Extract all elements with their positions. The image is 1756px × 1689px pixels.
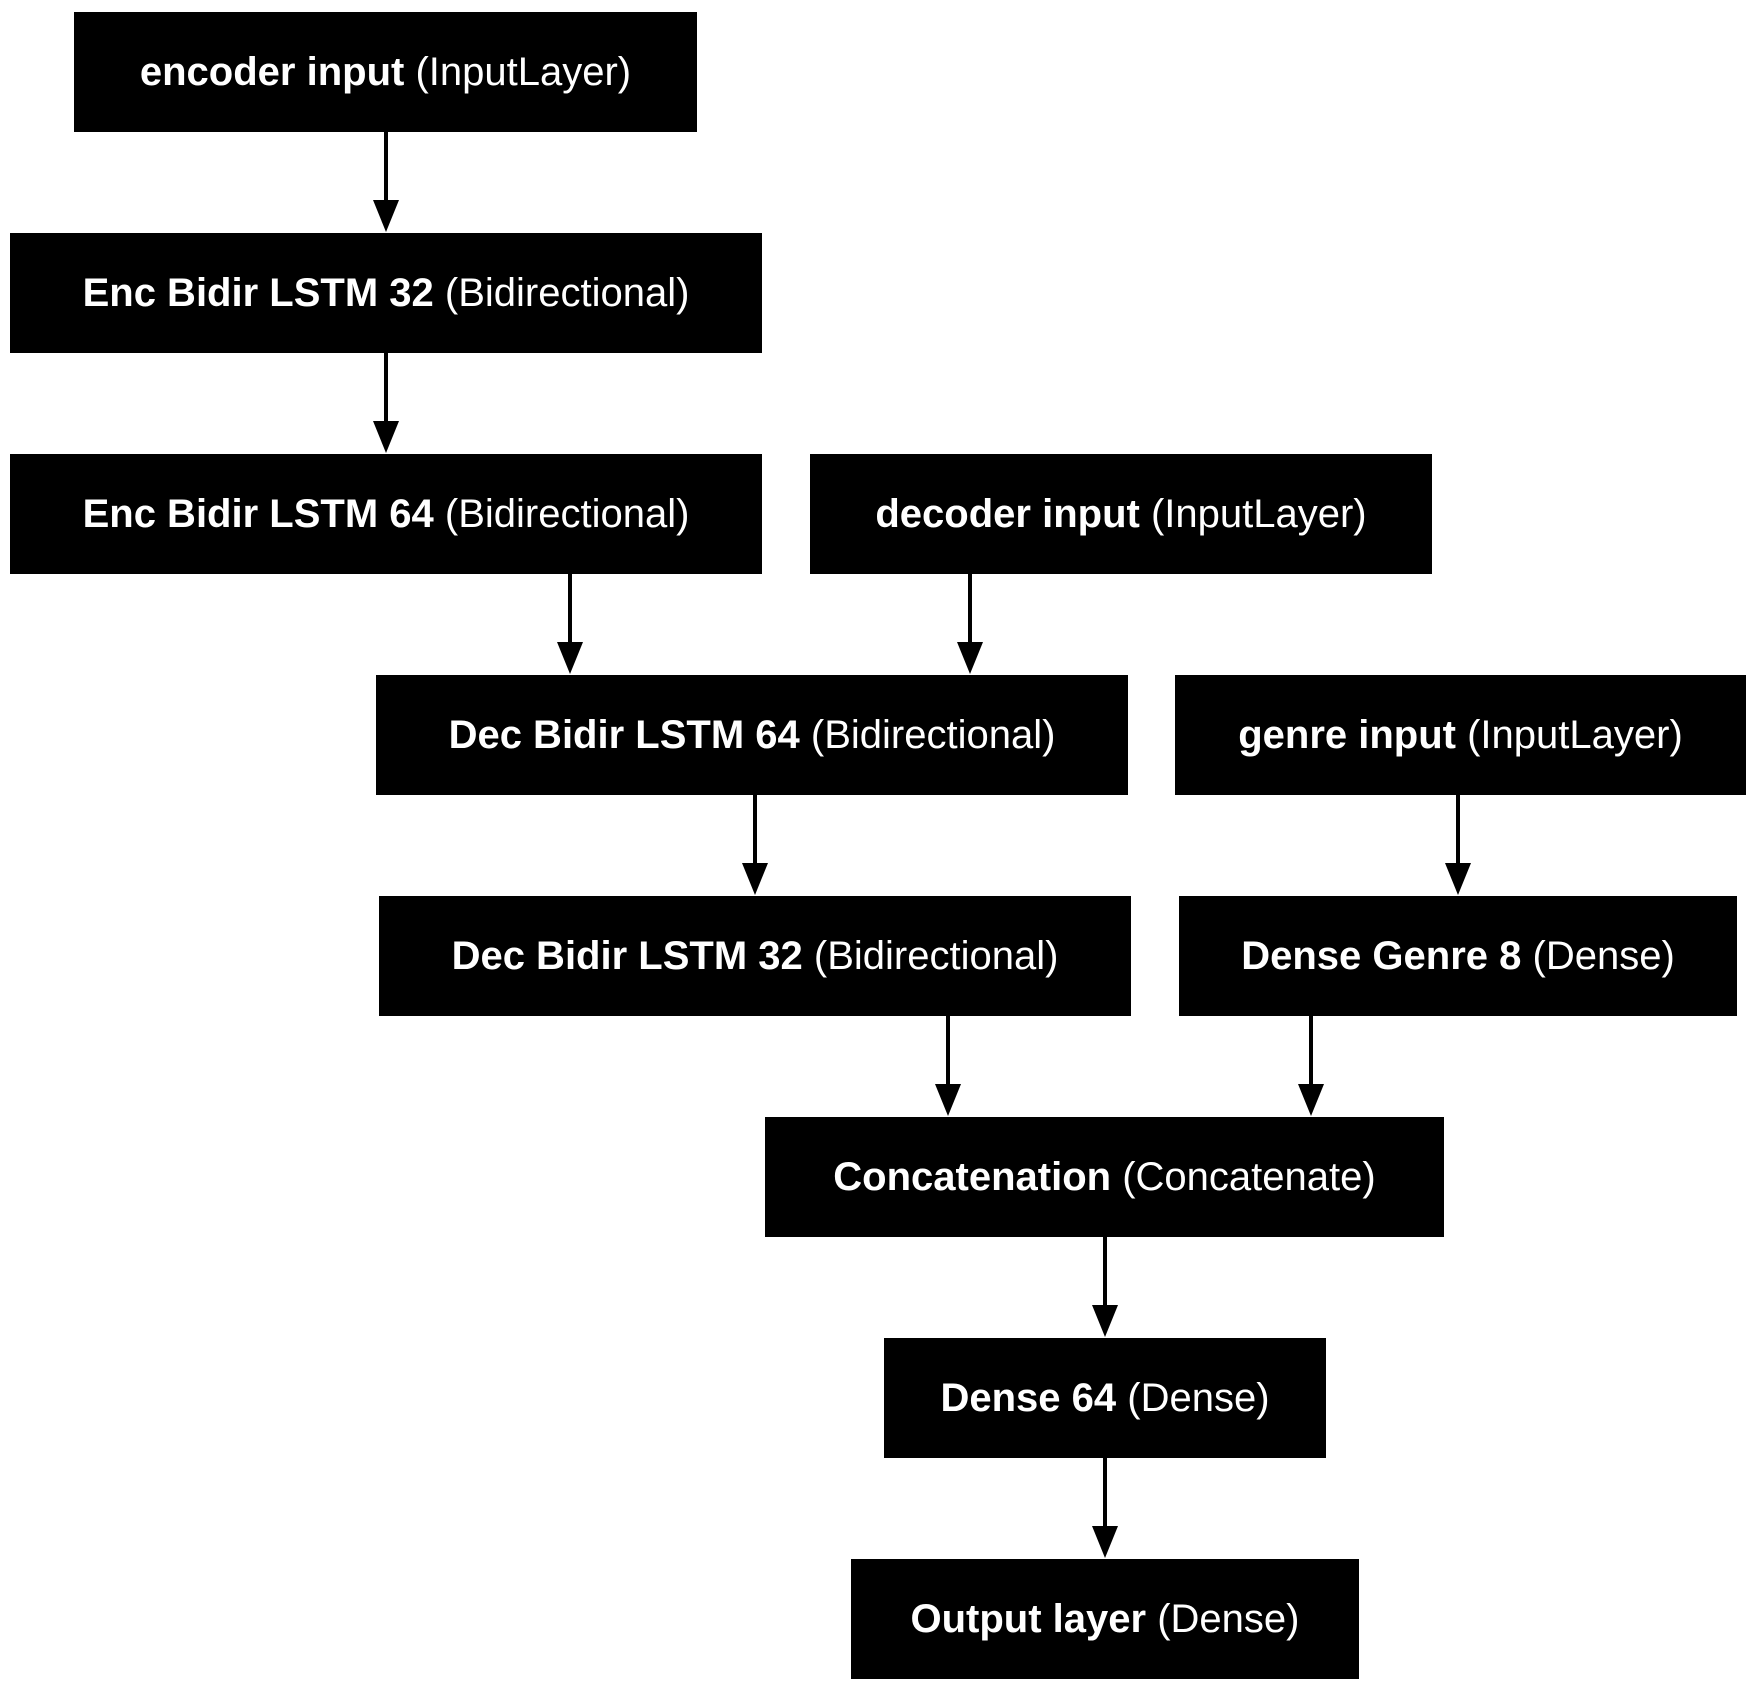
node-name: Output layer [910,1596,1147,1641]
edge-enc-lstm-64-to-dec-lstm-64 [557,574,583,674]
node-enc-bidir-lstm-32: Enc Bidir LSTM 32 (Bidirectional) [10,233,762,353]
node-type: (InputLayer) [415,49,632,94]
node-output-layer: Output layer (Dense) [851,1559,1359,1679]
edge-dec-lstm-64-to-dec-lstm-32 [742,795,768,895]
node-encoder-input: encoder input (InputLayer) [74,12,697,132]
node-type: (Bidirectional) [444,270,690,315]
node-name: Concatenation [833,1154,1112,1199]
node-type: (Dense) [1532,933,1675,978]
node-name: decoder input [875,491,1140,536]
edge-decoder-input-to-dec-lstm-64 [957,574,983,674]
node-type: (Bidirectional) [813,933,1059,978]
node-name: Enc Bidir LSTM 32 [82,270,434,315]
edge-encoder-input-to-enc-lstm-32 [373,132,399,232]
node-name: encoder input [139,49,405,94]
node-type: (Dense) [1157,1596,1300,1641]
edge-dec-lstm-32-to-concatenation [935,1016,961,1116]
node-name: Dec Bidir LSTM 64 [448,712,800,757]
node-name: Dense Genre 8 [1241,933,1522,978]
node-decoder-input: decoder input (InputLayer) [810,454,1432,574]
node-dense-64: Dense 64 (Dense) [884,1338,1326,1458]
edge-dense-64-to-output-layer [1092,1458,1118,1558]
node-enc-bidir-lstm-64: Enc Bidir LSTM 64 (Bidirectional) [10,454,762,574]
node-type: (Dense) [1127,1375,1270,1420]
edge-genre-input-to-dense-genre-8 [1445,795,1471,895]
node-dec-bidir-lstm-32: Dec Bidir LSTM 32 (Bidirectional) [379,896,1131,1016]
node-type: (InputLayer) [1150,491,1367,536]
node-dense-genre-8: Dense Genre 8 (Dense) [1179,896,1737,1016]
node-type: (Bidirectional) [810,712,1056,757]
edge-concatenation-to-dense-64 [1092,1237,1118,1337]
node-type: (Bidirectional) [444,491,690,536]
node-name: genre input [1238,712,1456,757]
node-genre-input: genre input (InputLayer) [1175,675,1746,795]
node-type: (Concatenate) [1122,1154,1376,1199]
node-name: Dense 64 [940,1375,1117,1420]
node-type: (InputLayer) [1467,712,1683,757]
node-name: Enc Bidir LSTM 64 [82,491,434,536]
edge-dense-genre-8-to-concatenation [1298,1016,1324,1116]
edge-enc-lstm-32-to-enc-lstm-64 [373,353,399,453]
node-name: Dec Bidir LSTM 32 [451,933,803,978]
node-concatenation: Concatenation (Concatenate) [765,1117,1444,1237]
node-dec-bidir-lstm-64: Dec Bidir LSTM 64 (Bidirectional) [376,675,1128,795]
